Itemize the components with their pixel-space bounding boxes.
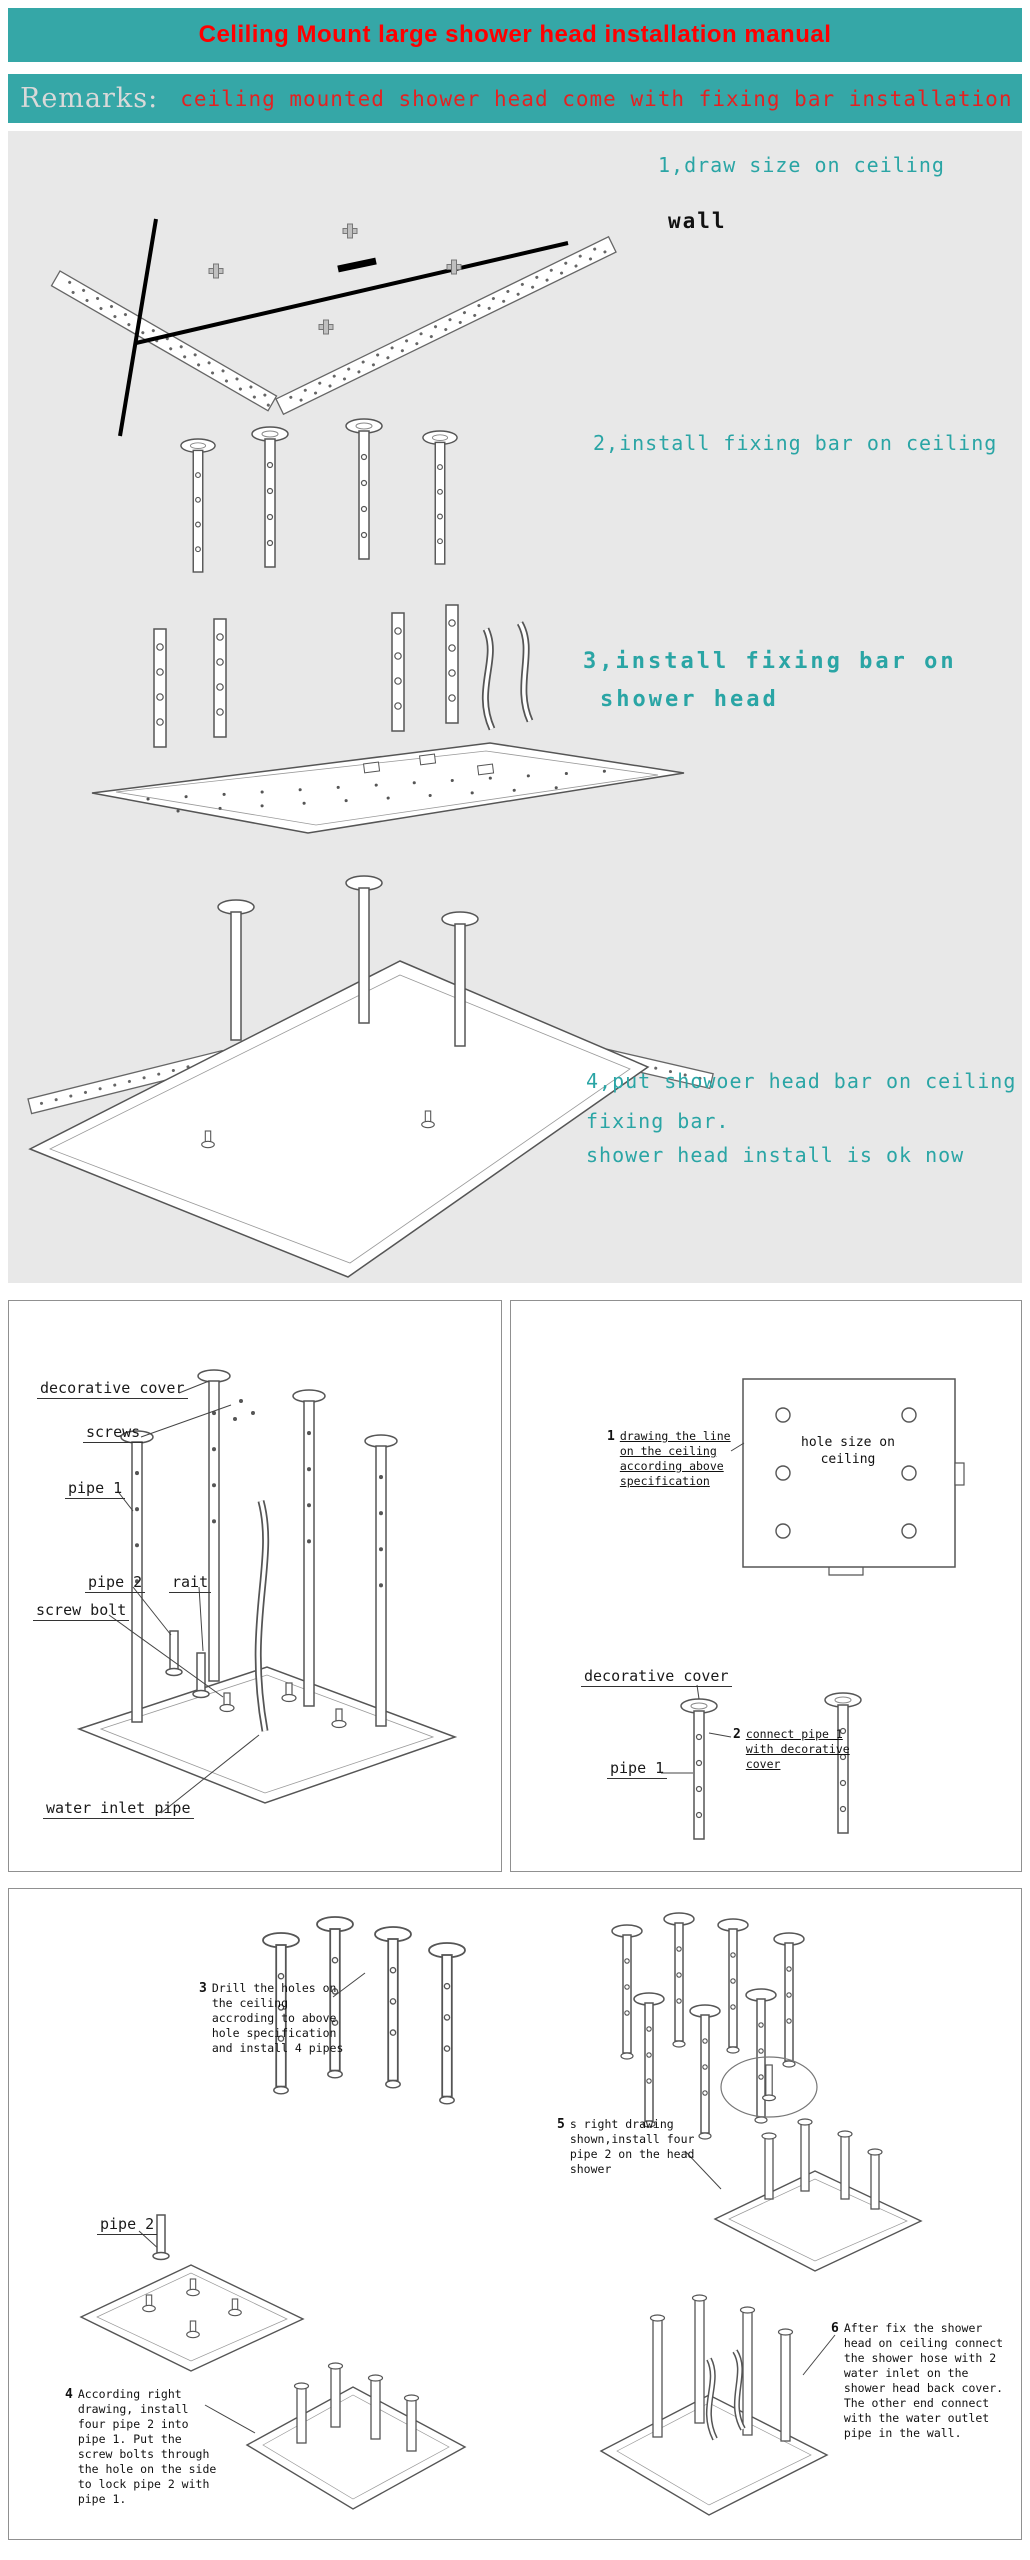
pipe-with-flange: [441, 911, 479, 1047]
callout-5-text: s right drawing shown,install four pipe …: [569, 2117, 695, 2176]
pipe2-on-head-shower-drawing: [713, 2118, 923, 2272]
step4-label-line3: shower head install is ok now: [586, 1143, 965, 1167]
callout-2-text: connect pipe 1 with decorative cover: [745, 1727, 850, 1771]
step4-label-line2: fixing bar.: [586, 1109, 730, 1133]
overview-steps-area: 1,draw size on ceiling wall 2,install fi…: [8, 131, 1022, 1283]
callout-1-number: 1: [607, 1429, 615, 1444]
step1-label: 1,draw size on ceiling: [658, 153, 945, 177]
callout-3: 3 Drill the holes on the ceiling accrodi…: [199, 1981, 349, 2056]
decorative-cover-label: decorative cover: [37, 1379, 188, 1399]
callout-6-text: After fix the shower head on ceiling con…: [843, 2321, 1004, 2440]
callout-4: 4 According right drawing, install four …: [65, 2387, 223, 2507]
callout-3-number: 3: [199, 1981, 207, 1996]
callout-2-number: 2: [733, 1727, 741, 1742]
callout-4-text: According right drawing, install four pi…: [77, 2387, 217, 2506]
callout-3-text: Drill the holes on the ceiling accroding…: [211, 1981, 344, 2055]
pipe1-drawing: [197, 1369, 231, 1682]
remarks-label: Remarks:: [20, 83, 159, 114]
ceiling-pipes-drawing: [262, 1916, 466, 2105]
remarks-bar: Remarks: ceiling mounted shower head com…: [8, 74, 1022, 123]
page-title: Celiling Mount large shower head install…: [198, 21, 832, 48]
overview-drawings: [27, 218, 714, 1278]
decorative-cover-label: decorative cover: [581, 1667, 732, 1687]
ceiling-hole-drawing: [661, 1378, 965, 1840]
clamp-icon: [208, 263, 224, 279]
pipe1-label: pipe 1: [65, 1479, 126, 1499]
final-assembly-drawing: [599, 2294, 836, 2516]
callout-5: 5 s right drawing shown,install four pip…: [557, 2117, 699, 2177]
ceiling-hole-panel: 1 drawing the line on the ceiling accord…: [510, 1300, 1022, 1872]
step3-label-line1: 3,install fixing bar on: [583, 649, 957, 674]
head-shower-pipes-drawing: [611, 1912, 818, 2190]
callout-1: 1 drawing the line on the ceiling accord…: [607, 1429, 739, 1489]
callout-2: 2 connect pipe 1 with decorative cover: [733, 1727, 851, 1772]
pipe2-locked-drawing: [245, 2362, 467, 2510]
callout-6-number: 6: [831, 2321, 839, 2336]
screws-label: screws: [83, 1423, 144, 1443]
remarks-text: ceiling mounted shower head come with fi…: [180, 86, 1013, 111]
step1-ceiling-drawing: [50, 218, 617, 437]
callout-5-number: 5: [557, 2117, 565, 2132]
callout-1-text: drawing the line on the ceiling accordin…: [619, 1429, 731, 1488]
step2-fixing-bars-drawing: [180, 418, 458, 573]
callout-4-number: 4: [65, 2387, 73, 2402]
wall-label: wall: [668, 209, 727, 233]
pipe2-install-drawing: [79, 2214, 305, 2434]
pipe1-drawing: [292, 1389, 326, 1707]
screw-bolt-label: screw bolt: [33, 1601, 130, 1621]
clamp-icon: [318, 319, 334, 335]
title-banner: Celiling Mount large shower head install…: [8, 8, 1022, 62]
step2-label: 2,install fixing bar on ceiling: [593, 431, 998, 455]
pipe1-drawing: [364, 1434, 398, 1727]
parts-diagram-panel: decorative cover screws pipe 1 pipe 2 ra…: [8, 1300, 502, 1872]
rait-label: rait: [169, 1573, 212, 1593]
pipe2-label: pipe 2: [85, 1573, 146, 1593]
parts-diagram-drawing: [76, 1369, 458, 1814]
step3-shower-head-drawing: [91, 604, 685, 834]
hole-size-label: hole size on ceiling: [801, 1435, 895, 1467]
pipe-with-flange: [345, 875, 383, 1024]
pipe2-label: pipe 2: [97, 2215, 158, 2235]
step4-label-line1: 4,put showoer head bar on ceiling: [586, 1069, 1017, 1093]
pipe1-label: pipe 1: [607, 1759, 668, 1779]
clamp-icon: [342, 223, 358, 239]
water-inlet-pipe-label: water inlet pipe: [43, 1799, 194, 1819]
step4-assembled-drawing: [27, 875, 714, 1278]
step3-label-line2: shower head: [600, 687, 779, 712]
pipe-with-flange: [217, 899, 255, 1041]
pipe1-drawing: [120, 1430, 154, 1723]
assembly-steps-panel: 3 Drill the holes on the ceiling accrodi…: [8, 1888, 1022, 2540]
callout-6: 6 After fix the shower head on ceiling c…: [831, 2321, 1015, 2441]
assembly-steps-drawing: [79, 1912, 923, 2516]
